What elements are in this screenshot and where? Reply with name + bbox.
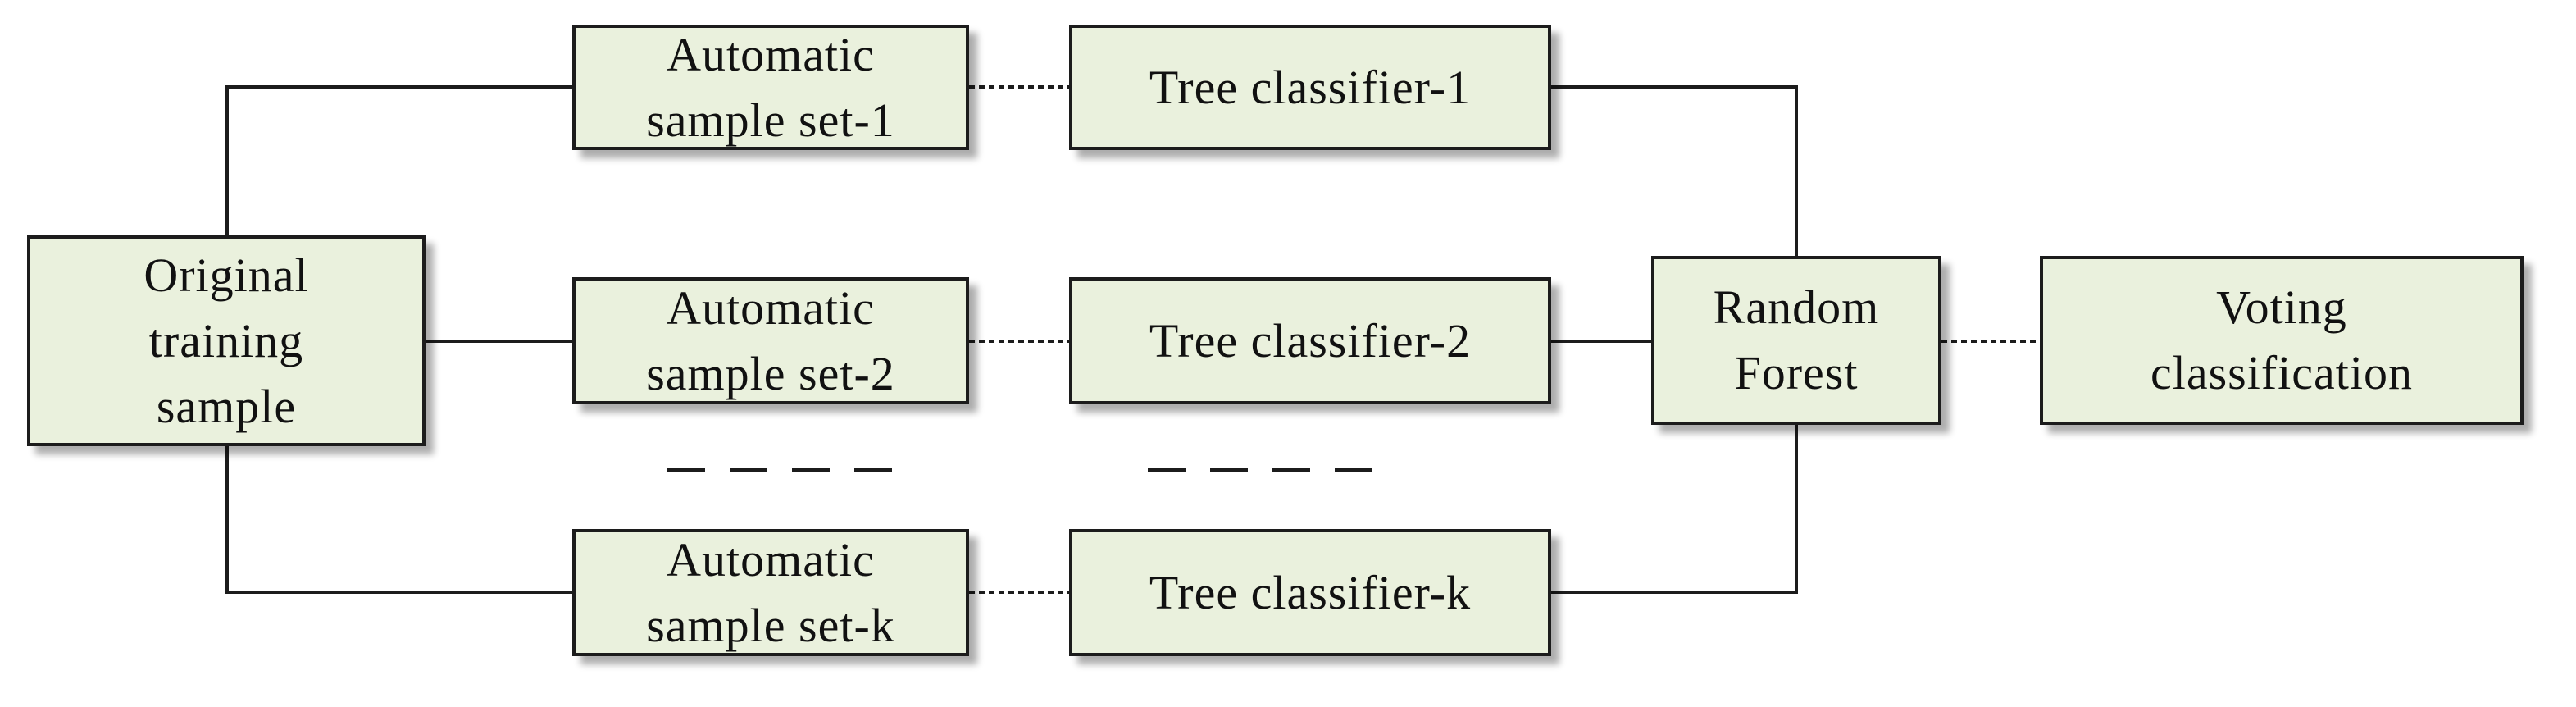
node-tree-classifier-2-label: Tree classifier-2: [1149, 313, 1472, 367]
node-random-forest-label: Random Forest: [1713, 281, 1880, 399]
node-tree-classifier-1: Tree classifier-1: [1069, 25, 1551, 150]
node-voting-classification: Voting classification: [2040, 256, 2524, 425]
node-tree-classifier-1-label: Tree classifier-1: [1149, 60, 1472, 114]
ellipsis-dashes-sample-sets: [667, 468, 892, 472]
node-original-training-sample-label: Original training sample: [143, 248, 309, 433]
node-tree-classifier-k: Tree classifier-k: [1069, 529, 1551, 656]
node-automatic-sample-set-2: Automatic sample set-2: [572, 277, 969, 404]
ellipsis-dash: [667, 468, 705, 472]
ellipsis-dash: [1148, 468, 1186, 472]
connector-tree-1-to-random-forest: [1551, 85, 1798, 256]
ellipsis-dash: [730, 468, 767, 472]
ellipsis-dash: [1335, 468, 1372, 472]
connector-original-to-sample-1: [225, 85, 572, 235]
node-voting-classification-label: Voting classification: [2150, 281, 2413, 399]
node-tree-classifier-k-label: Tree classifier-k: [1149, 565, 1472, 619]
connector-original-to-sample-k: [225, 446, 572, 594]
ellipsis-dash: [1210, 468, 1248, 472]
ellipsis-dash: [792, 468, 830, 472]
node-automatic-sample-set-2-label: Automatic sample set-2: [646, 281, 895, 400]
node-tree-classifier-2: Tree classifier-2: [1069, 277, 1551, 404]
ellipsis-dash: [1272, 468, 1310, 472]
node-random-forest: Random Forest: [1651, 256, 1941, 425]
connector-tree-k-to-random-forest: [1551, 425, 1798, 594]
node-original-training-sample: Original training sample: [27, 235, 426, 446]
ellipsis-dash: [854, 468, 892, 472]
node-automatic-sample-set-1: Automatic sample set-1: [572, 25, 969, 150]
node-automatic-sample-set-k-label: Automatic sample set-k: [646, 532, 895, 652]
ellipsis-dashes-tree-classifiers: [1148, 468, 1372, 472]
node-automatic-sample-set-1-label: Automatic sample set-1: [646, 27, 895, 147]
node-automatic-sample-set-k: Automatic sample set-k: [572, 529, 969, 656]
